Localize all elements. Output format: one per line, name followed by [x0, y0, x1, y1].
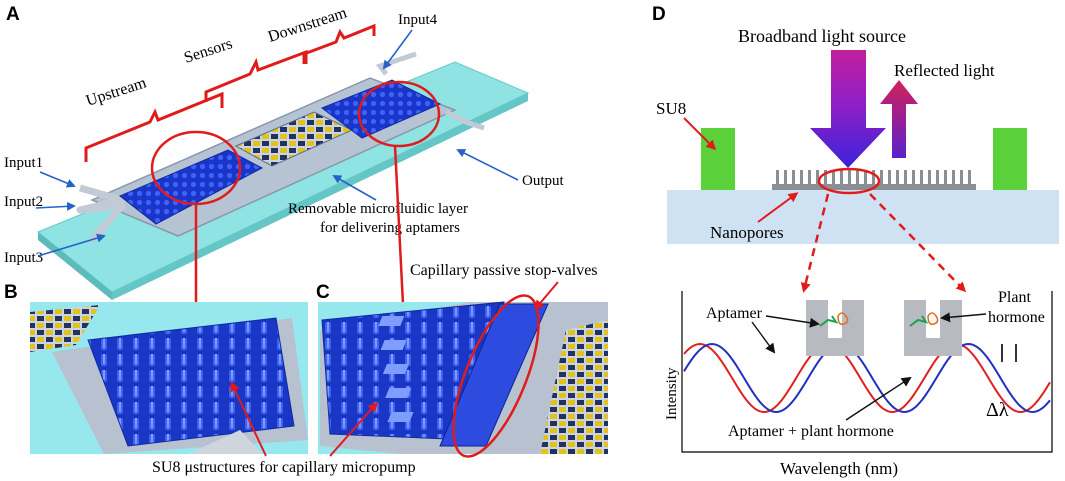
- panel-b: B: [4, 282, 308, 454]
- light-source-label: Broadband light source: [738, 26, 906, 46]
- input3-arrow: [37, 233, 106, 257]
- su8-label: SU8: [656, 99, 686, 118]
- panel-b-letter: B: [4, 282, 18, 303]
- aptamer-curve-arrow: [751, 321, 776, 354]
- panel-a-letter: A: [6, 4, 20, 25]
- downstream-pillars: [320, 79, 442, 139]
- micropump-label: SU8 μstructures for capillary micropump: [152, 459, 416, 476]
- layer-label-line2: for delivering aptamers: [320, 220, 460, 236]
- label-upstream: Upstream: [84, 74, 149, 110]
- bracket-upstream: [84, 91, 224, 162]
- plot-axes: [681, 291, 1053, 453]
- micropump-arrow-b: [230, 381, 267, 457]
- downstream-highlight-circle: [357, 80, 441, 148]
- panel-c-letter: C: [316, 282, 330, 303]
- panel-c: C Capillary passive stop-valves: [316, 262, 608, 458]
- su8-arrow: [683, 117, 717, 151]
- aptamer-arrow: [765, 315, 820, 328]
- intensity-label: Intensity: [664, 367, 680, 420]
- micropump-arrow-c: [329, 401, 378, 457]
- combo-arrow: [845, 376, 912, 421]
- input1-arrow: [39, 171, 76, 188]
- connector-to-c: [393, 145, 406, 325]
- silicon-substrate: [667, 190, 1059, 244]
- valves-highlight-ellipse: [452, 294, 540, 458]
- upstream-pillars: [119, 149, 264, 225]
- label-input2: Input2: [4, 194, 43, 210]
- zoom-arrow-left: [800, 193, 830, 293]
- aptamer-label: Aptamer: [706, 305, 763, 322]
- nanopores-arrow: [757, 192, 799, 223]
- panel-d: D Broadband light source Reflected light…: [652, 4, 1059, 478]
- delta-lambda-label: Δλ: [986, 399, 1009, 421]
- bracket-downstream: [302, 23, 376, 64]
- pore-left: [806, 300, 864, 356]
- input2-arrow: [35, 201, 76, 211]
- inlet-channels: [76, 184, 126, 243]
- micropump-annotation: SU8 μstructures for capillary micropump: [152, 381, 416, 476]
- nanopores-label: Nanopores: [710, 223, 784, 242]
- plant-hormone-label-1: Plant: [998, 289, 1031, 306]
- valves-label-arrow: [534, 281, 559, 311]
- spectrum-blue: [683, 342, 1051, 414]
- panel-b-pillars: [87, 317, 295, 447]
- spectrum-red: [683, 342, 1051, 414]
- panel-c-sensors: [540, 320, 608, 454]
- panel-d-letter: D: [652, 4, 666, 25]
- aptamer-left: [819, 315, 839, 327]
- input4-channel: [375, 51, 417, 76]
- chip-substrate-edge: [38, 232, 112, 300]
- incident-light-arrow: [810, 50, 886, 168]
- nanopore-highlight: [817, 167, 881, 195]
- plant-hormone-label-2: hormone: [988, 309, 1045, 326]
- label-input3: Input3: [4, 250, 43, 266]
- reflected-light-label: Reflected light: [894, 61, 995, 80]
- label-input4: Input4: [398, 12, 438, 28]
- su8-block-left: [701, 128, 735, 190]
- label-input1: Input1: [4, 155, 43, 171]
- pore-right: [904, 300, 962, 356]
- valves-label: Capillary passive stop-valves: [410, 262, 598, 279]
- aptamer-right: [909, 315, 929, 327]
- output-channel: [444, 109, 485, 131]
- plant-hormone-arrow: [940, 312, 987, 323]
- panel-c-valve-cells: [378, 316, 414, 422]
- layer-label-arrow: [332, 175, 377, 201]
- panel-b-channels: [188, 430, 262, 454]
- nanopore-teeth: [776, 170, 971, 186]
- input4-arrow: [382, 29, 413, 70]
- wavelength-label: Wavelength (nm): [780, 459, 898, 478]
- panel-a: A Upstream Sensors Downstream Input1: [4, 4, 565, 327]
- chip-substrate-edge-front: [112, 93, 528, 300]
- panel-b-sensors: [30, 305, 100, 352]
- label-sensors: Sensors: [182, 35, 235, 67]
- combo-label: Aptamer + plant hormone: [728, 423, 894, 440]
- su8-block-right: [993, 128, 1027, 190]
- hormone-right: [927, 312, 939, 326]
- reflected-light-arrow: [880, 80, 918, 158]
- output-arrow: [456, 149, 519, 181]
- label-output: Output: [522, 173, 565, 189]
- hormone-left: [837, 312, 849, 326]
- layer-label-line1: Removable microfluidic layer: [288, 201, 468, 217]
